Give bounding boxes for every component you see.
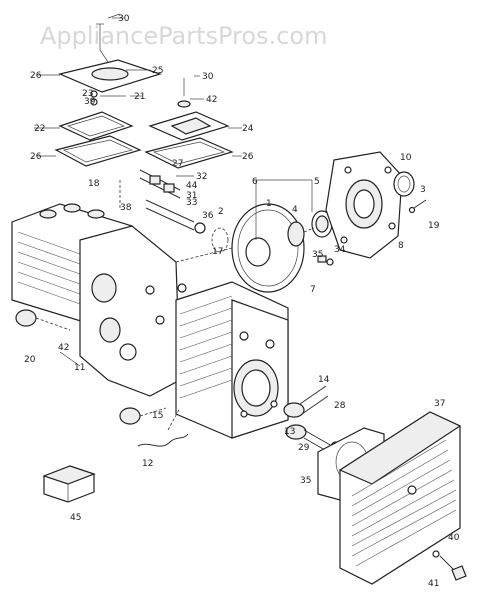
callout-labels: 30 25 26 30 23 21 42 39 22 24 26 26 27 3… [24,14,460,589]
small-parts-left [15,309,189,447]
callout-8: 8 [398,241,404,251]
gear-cover-group [175,151,427,293]
watermark-text: AppliancePartsPros.com [40,22,327,50]
callout-26: 26 [30,152,42,162]
callout-7: 7 [310,285,316,295]
callout-33: 33 [186,198,197,208]
callout-37: 37 [434,399,445,409]
part-45-block [42,465,96,503]
callout-4: 4 [292,205,298,215]
callout-29: 29 [298,443,310,453]
callout-34: 34 [334,245,346,255]
callout-32: 32 [196,172,207,182]
callout-30: 30 [202,72,214,82]
callout-21: 21 [134,92,145,102]
callout-13: 13 [284,427,295,437]
callout-19: 19 [428,221,440,231]
callout-22: 22 [34,124,45,134]
callout-42: 42 [206,95,217,105]
callout-2: 2 [218,207,224,217]
callout-23: 23 [82,89,93,99]
callout-1: 1 [266,199,272,209]
callout-12: 12 [142,459,153,469]
callout-40: 40 [448,533,460,543]
callout-26: 26 [242,152,254,162]
callout-6: 6 [252,177,258,187]
callout-18: 18 [88,179,100,189]
callout-30: 30 [118,14,130,24]
callout-35: 35 [312,250,323,260]
leader-lines [34,17,313,367]
callout-35: 35 [300,476,311,486]
crankcase-block [11,203,289,439]
callout-1: 11 [74,363,85,373]
callout-45: 45 [70,513,81,523]
callout-39: 39 [84,97,96,107]
callout-24: 24 [242,124,254,134]
right-head-cover-assembly [144,78,234,169]
valve-train [119,169,206,234]
callout-27: 27 [172,159,183,169]
callout-38: 38 [120,203,132,213]
callout-42: 42 [58,343,69,353]
callout-3: 3 [420,185,426,195]
callout-26: 26 [30,71,42,81]
callout-14: 14 [318,375,330,385]
callout-10: 10 [400,153,412,163]
head-cover-assembly [54,13,162,167]
callout-44: 44 [186,181,198,191]
lower-right-group [283,385,467,585]
callout-17: 17 [212,247,223,257]
callout-41: 41 [428,579,439,589]
callout-15: 15 [152,411,163,421]
callout-28: 28 [334,401,346,411]
callout-20: 20 [24,355,36,365]
callout-25: 25 [152,66,163,76]
callout-31: 31 [186,191,197,201]
callout-5: 5 [314,177,320,187]
callout-6: 36 [202,211,214,221]
